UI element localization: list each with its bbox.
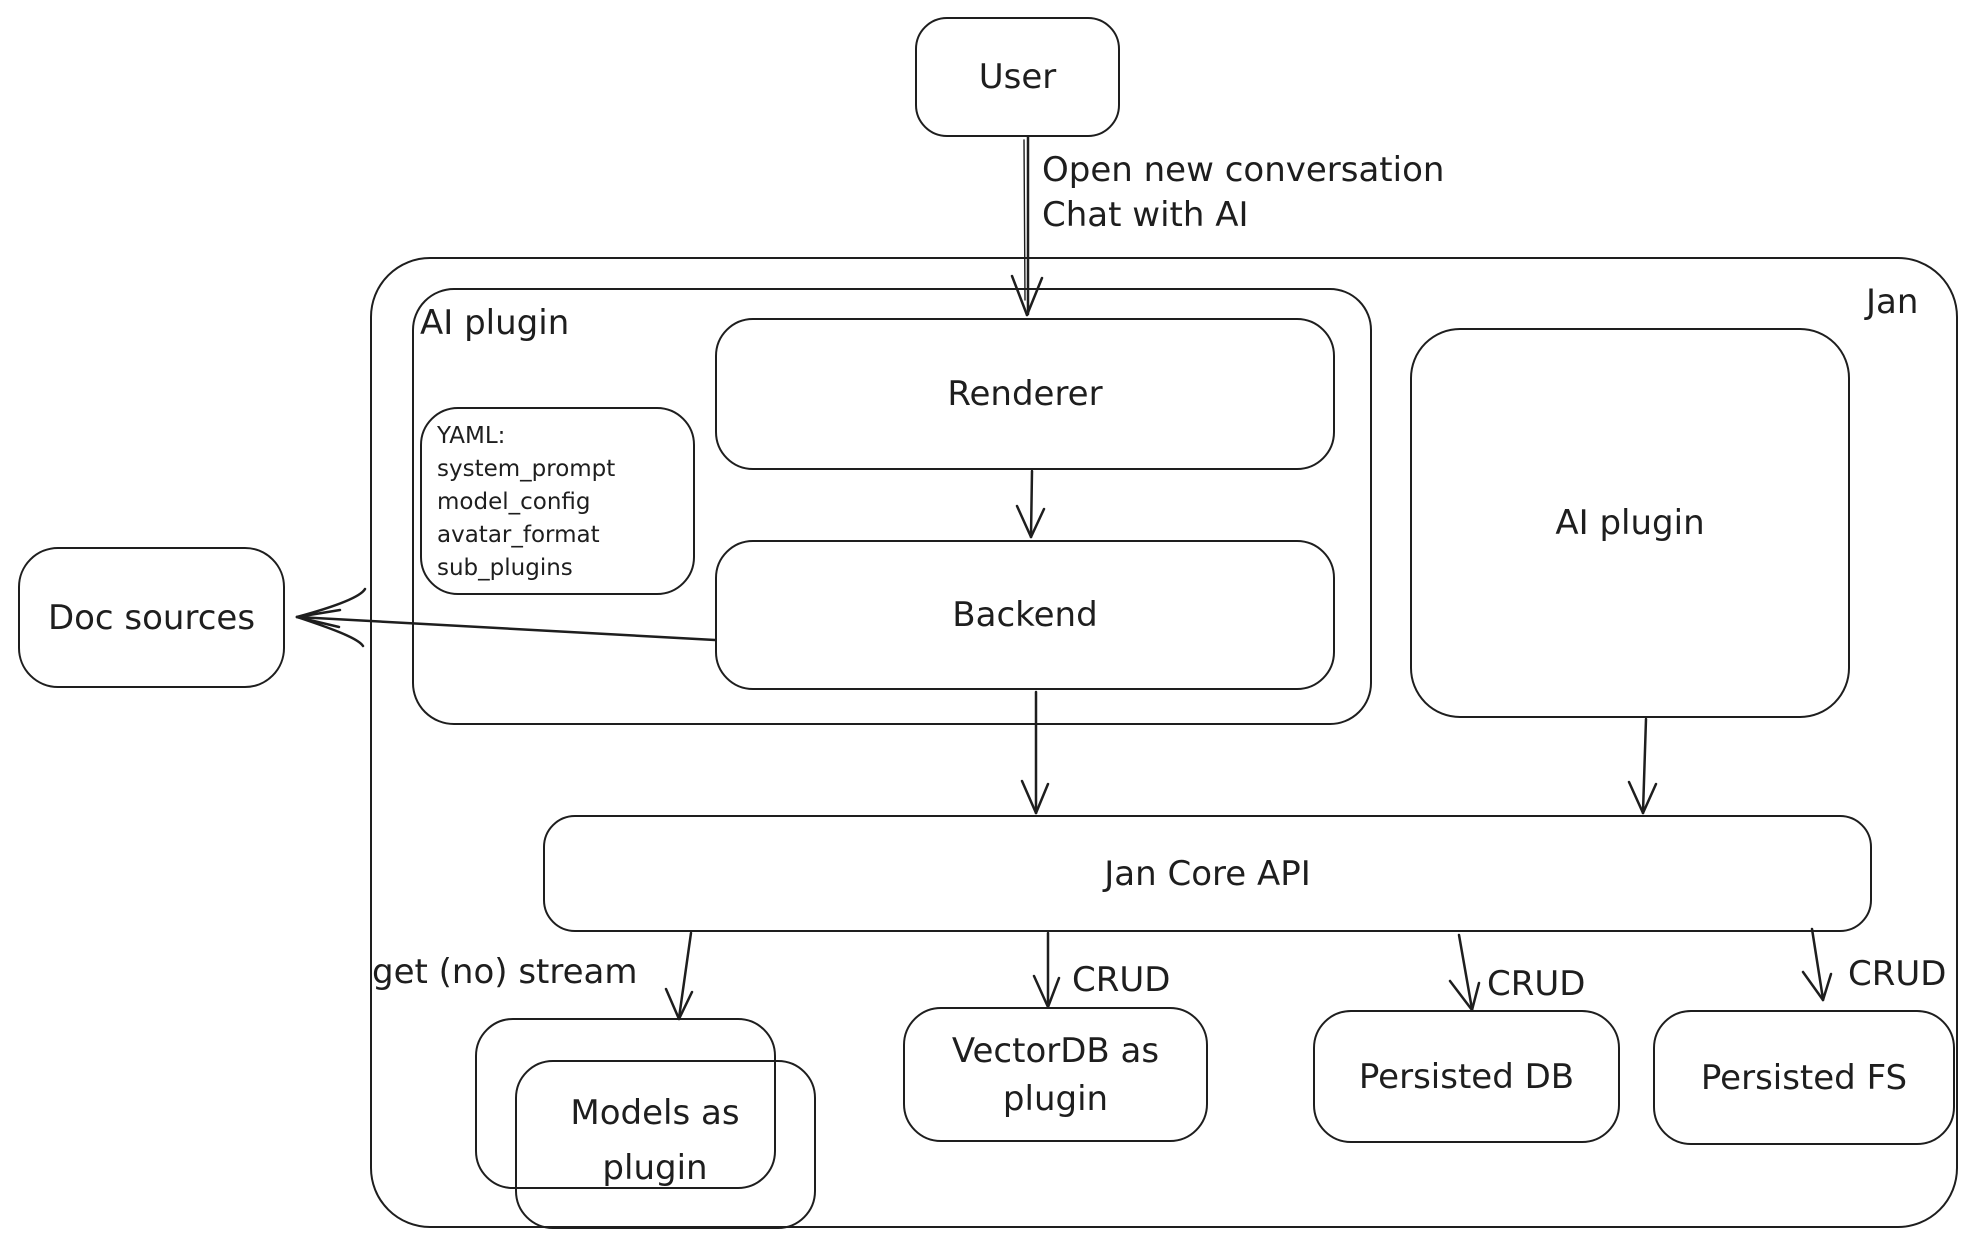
get-stream-edge-label: get (no) stream	[372, 952, 638, 992]
ai-plugin-group	[412, 288, 1372, 725]
ai-plugin-group-label: AI plugin	[420, 303, 570, 343]
jan-core-api-node: Jan Core API	[543, 815, 1872, 932]
renderer-label: Renderer	[947, 374, 1103, 414]
models-plugin-back-box	[475, 1018, 776, 1189]
jan-core-api-label: Jan Core API	[1104, 853, 1311, 894]
crud-persisted-db-label: CRUD	[1487, 964, 1586, 1004]
models-plugin-front-box	[515, 1060, 816, 1229]
renderer-node: Renderer	[715, 318, 1335, 470]
crud-vectordb-label: CRUD	[1072, 960, 1171, 1000]
crud-persisted-fs-label: CRUD	[1848, 954, 1947, 994]
doc-sources-label: Doc sources	[47, 597, 256, 638]
ai-plugin-box-label: AI plugin	[1555, 503, 1705, 543]
persisted-fs-node: Persisted FS	[1653, 1010, 1955, 1145]
user-node: User	[915, 17, 1120, 137]
vectordb-label: VectorDB as plugin	[951, 1030, 1160, 1119]
persisted-db-node: Persisted DB	[1313, 1010, 1620, 1143]
doc-sources-node: Doc sources	[18, 547, 285, 688]
user-flow-edge-label: Open new conversation Chat with AI	[1042, 150, 1445, 235]
models-plugin-label: Models as plugin	[570, 1093, 740, 1188]
backend-label: Backend	[952, 595, 1098, 635]
ai-plugin-box: AI plugin	[1410, 328, 1850, 718]
user-label: User	[978, 57, 1057, 97]
vectordb-node: VectorDB as plugin	[903, 1007, 1208, 1142]
persisted-fs-label: Persisted FS	[1700, 1057, 1908, 1098]
jan-container	[370, 257, 1958, 1228]
yaml-note-node	[420, 407, 695, 595]
jan-container-label: Jan	[1866, 282, 1919, 322]
backend-node: Backend	[715, 540, 1335, 690]
persisted-db-label: Persisted DB	[1358, 1056, 1575, 1097]
yaml-note-text: YAML: system_prompt model_config avatar_…	[437, 423, 616, 581]
